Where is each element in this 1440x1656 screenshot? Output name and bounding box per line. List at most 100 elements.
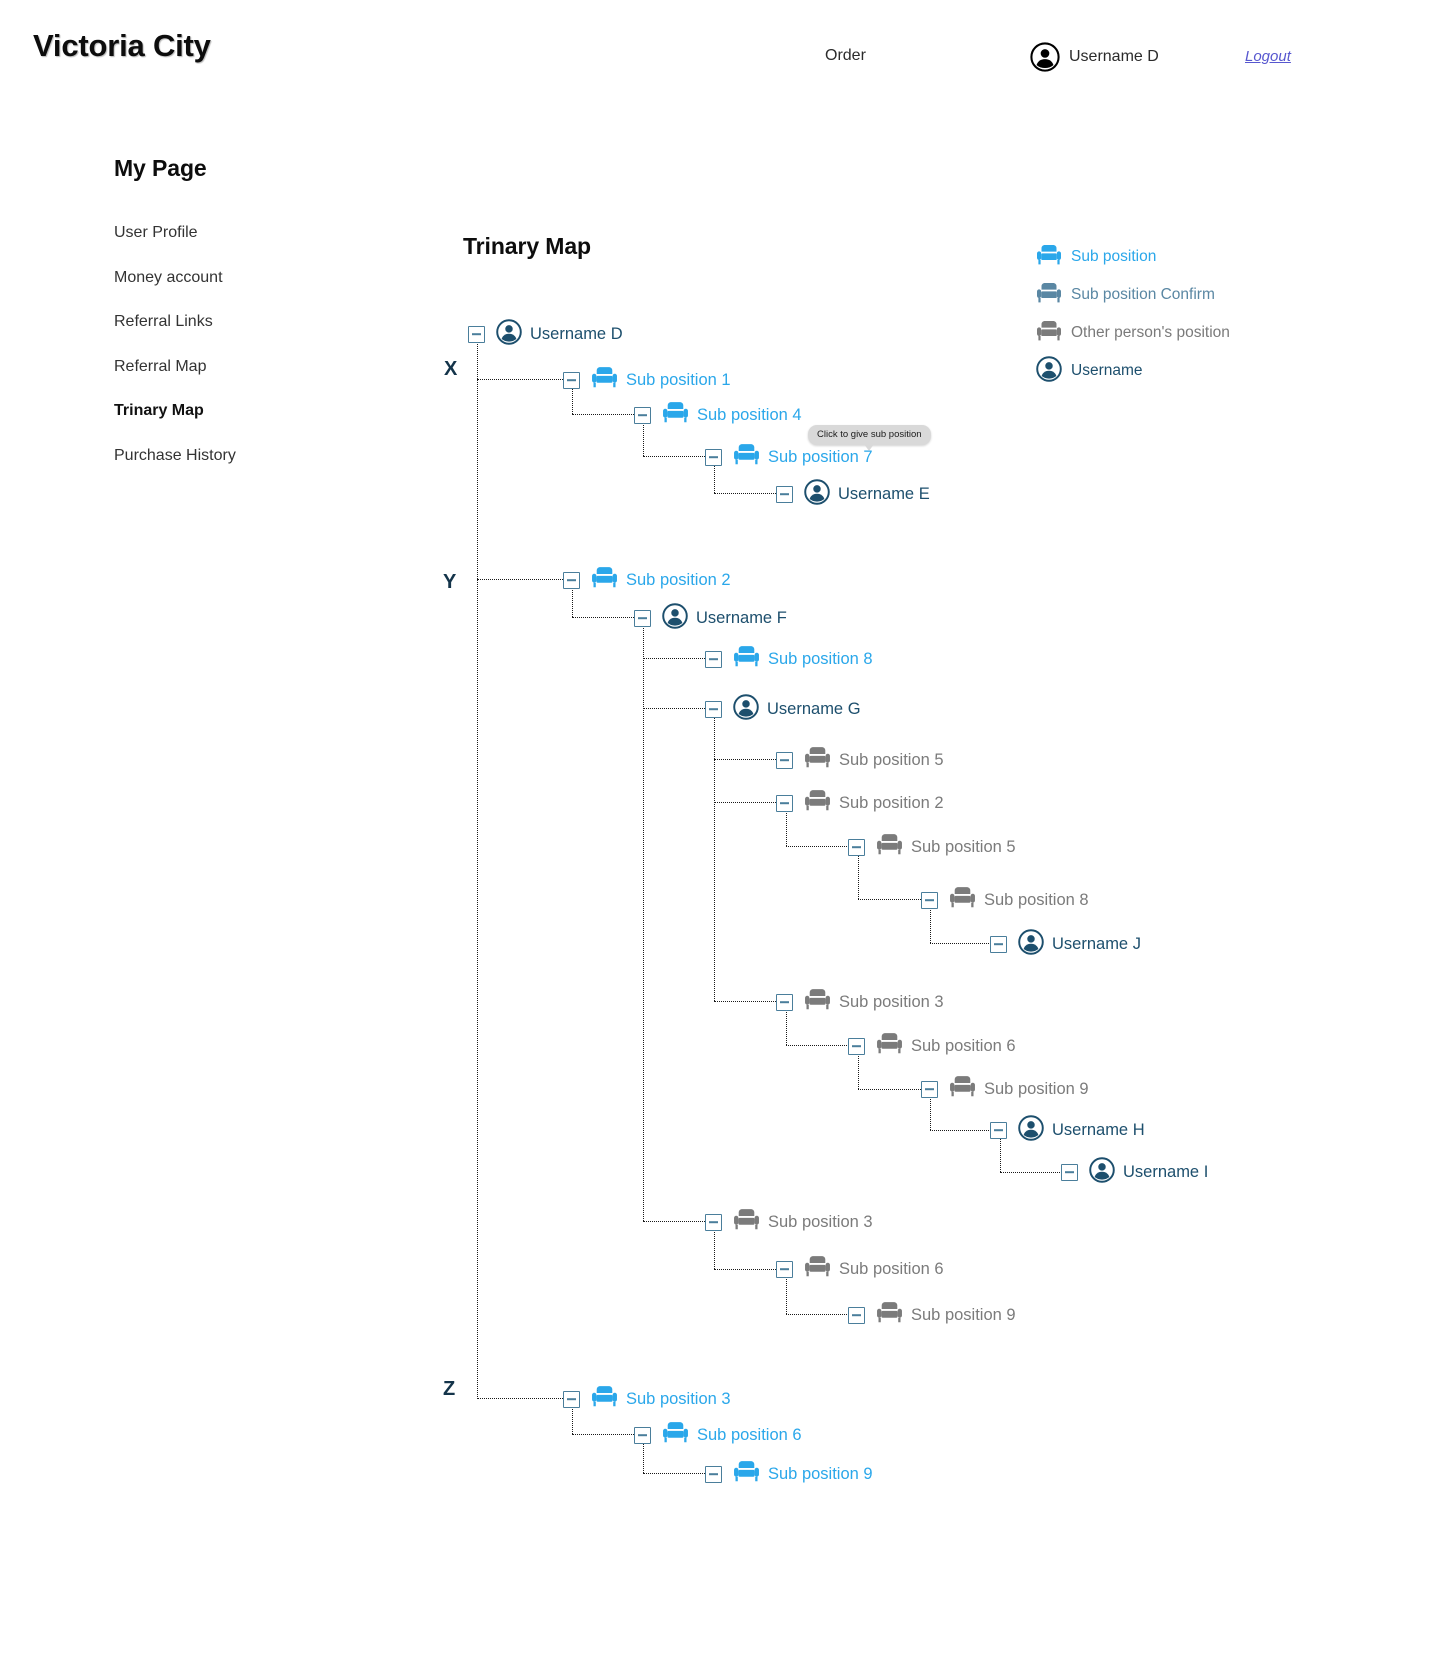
tree-node-sub-position-9-gray-b[interactable]: Sub position 9 <box>848 1302 1016 1328</box>
tree-node-sub-position-6-gray-b[interactable]: Sub position 6 <box>776 1256 944 1282</box>
armchair-icon <box>662 1421 689 1449</box>
tree-node-label: Sub position 7 <box>768 447 873 466</box>
tree-connector <box>714 1269 776 1270</box>
tree-node-username-g[interactable]: Username G <box>705 693 861 722</box>
expand-toggle-icon[interactable] <box>705 1213 722 1231</box>
nav-order-link[interactable]: Order <box>825 47 866 64</box>
expand-toggle-icon[interactable] <box>848 1306 865 1324</box>
armchair-icon <box>876 833 903 861</box>
legend-label: Other person's position <box>1071 324 1230 341</box>
sidebar-item-referral-links[interactable]: Referral Links <box>114 313 213 331</box>
tree-node-label: Sub position 6 <box>839 1259 944 1278</box>
expand-toggle-icon[interactable] <box>921 891 938 909</box>
tree-node-sub-position-2[interactable]: Sub position 2 <box>563 567 731 593</box>
expand-toggle-icon[interactable] <box>634 609 651 627</box>
armchair-icon <box>733 1460 760 1488</box>
tree-connector <box>643 658 705 659</box>
tree-node-sub-position-7[interactable]: Sub position 7 <box>705 444 873 470</box>
tree-node-sub-position-8-gray[interactable]: Sub position 8 <box>921 887 1089 913</box>
tree-connector <box>858 1089 929 1090</box>
expand-toggle-icon[interactable] <box>990 1121 1007 1139</box>
tree-node-sub-position-5-b[interactable]: Sub position 5 <box>848 834 1016 860</box>
expand-toggle-icon[interactable] <box>921 1080 938 1098</box>
expand-toggle-icon[interactable] <box>563 571 580 589</box>
sidebar-item-trinary-map[interactable]: Trinary Map <box>114 402 204 420</box>
expand-toggle-icon[interactable] <box>848 1037 865 1055</box>
expand-toggle-icon[interactable] <box>634 1426 651 1444</box>
tree-node-label: Sub position 8 <box>768 649 873 668</box>
branch-letter-x: X <box>444 358 458 380</box>
expand-toggle-icon[interactable] <box>1061 1163 1078 1181</box>
tree-node-sub-position-3[interactable]: Sub position 3 <box>563 1386 731 1412</box>
tree-node-sub-position-8[interactable]: Sub position 8 <box>705 646 873 672</box>
tree-connector <box>572 385 573 414</box>
logout-link[interactable]: Logout <box>1245 48 1291 65</box>
armchair-icon <box>591 1385 618 1413</box>
tree-node-label: Username J <box>1052 934 1141 953</box>
tree-node-username-f[interactable]: Username F <box>634 602 787 634</box>
branch-letter-y: Y <box>443 571 457 593</box>
tree-node-username-d[interactable]: Username D <box>468 318 623 350</box>
expand-toggle-icon[interactable] <box>705 700 722 718</box>
brand-logo[interactable]: Victoria City <box>33 28 211 63</box>
tree-node-sub-position-9-gray[interactable]: Sub position 9 <box>921 1076 1089 1102</box>
expand-toggle-icon[interactable] <box>468 325 485 343</box>
tree-node-label: Username F <box>696 608 787 627</box>
tree-node-username-e[interactable]: Username E <box>776 478 930 507</box>
tree-connector <box>858 852 859 899</box>
expand-toggle-icon[interactable] <box>776 751 793 769</box>
tree-node-label: Sub position 9 <box>984 1079 1089 1098</box>
tree-node-sub-position-3-gray-b[interactable]: Sub position 3 <box>705 1209 873 1235</box>
tree-connector <box>714 462 715 493</box>
expand-toggle-icon[interactable] <box>705 1465 722 1483</box>
sidebar-item-user-profile[interactable]: User Profile <box>114 224 198 241</box>
tree-node-sub-position-4[interactable]: Sub position 4 <box>634 402 802 428</box>
tree-node-sub-position-2-gray[interactable]: Sub position 2 <box>776 790 944 816</box>
sidebar-item-referral-map[interactable]: Referral Map <box>114 357 207 375</box>
expand-toggle-icon[interactable] <box>563 1390 580 1408</box>
legend-item-other-person-position: Other person's position <box>1036 314 1230 352</box>
header-user-chip[interactable]: Username D <box>1030 42 1159 72</box>
user-avatar-icon <box>1018 1114 1044 1146</box>
legend-label: Sub position Confirm <box>1071 286 1215 303</box>
expand-toggle-icon[interactable] <box>990 935 1007 953</box>
user-avatar-icon <box>662 602 688 634</box>
tree-node-sub-position-1[interactable]: Sub position 1 <box>563 367 731 393</box>
tree-node-username-j[interactable]: Username J <box>990 928 1141 957</box>
tree-connector <box>786 1007 787 1045</box>
expand-toggle-icon[interactable] <box>563 371 580 389</box>
expand-toggle-icon[interactable] <box>848 838 865 856</box>
armchair-icon <box>804 988 831 1016</box>
tree-connector <box>786 846 857 847</box>
tree-node-label: Username D <box>530 324 623 343</box>
expand-toggle-icon[interactable] <box>705 650 722 668</box>
armchair-icon <box>876 1032 903 1060</box>
expand-toggle-icon[interactable] <box>776 794 793 812</box>
tree-node-username-i[interactable]: Username I <box>1061 1156 1208 1185</box>
armchair-icon <box>876 1301 903 1329</box>
tree-node-sub-position-6-gray[interactable]: Sub position 6 <box>848 1033 1016 1059</box>
tree-connector <box>714 493 776 494</box>
tree-node-label: Sub position 4 <box>697 405 802 424</box>
tree-node-sub-position-5[interactable]: Sub position 5 <box>776 747 944 773</box>
sidebar-item-money-account[interactable]: Money account <box>114 268 223 286</box>
armchair-icon <box>804 1255 831 1283</box>
user-avatar-icon <box>496 318 522 350</box>
expand-toggle-icon[interactable] <box>776 1260 793 1278</box>
expand-toggle-icon[interactable] <box>776 993 793 1011</box>
tree-node-sub-position-6[interactable]: Sub position 6 <box>634 1422 802 1448</box>
tree-connector <box>477 579 563 580</box>
user-avatar-icon <box>1036 355 1062 387</box>
tree-connector <box>714 759 776 760</box>
armchair-icon <box>662 401 689 429</box>
expand-toggle-icon[interactable] <box>776 485 793 503</box>
expand-toggle-icon[interactable] <box>705 448 722 466</box>
tree-node-sub-position-3-gray[interactable]: Sub position 3 <box>776 989 944 1015</box>
branch-letter-z: Z <box>443 1378 456 1400</box>
legend-label: Username <box>1071 362 1143 379</box>
tree-node-username-h[interactable]: Username H <box>990 1114 1145 1146</box>
sidebar-item-purchase-history[interactable]: Purchase History <box>114 446 236 464</box>
tree-node-sub-position-9[interactable]: Sub position 9 <box>705 1461 873 1487</box>
armchair-icon <box>1036 282 1062 309</box>
expand-toggle-icon[interactable] <box>634 406 651 424</box>
